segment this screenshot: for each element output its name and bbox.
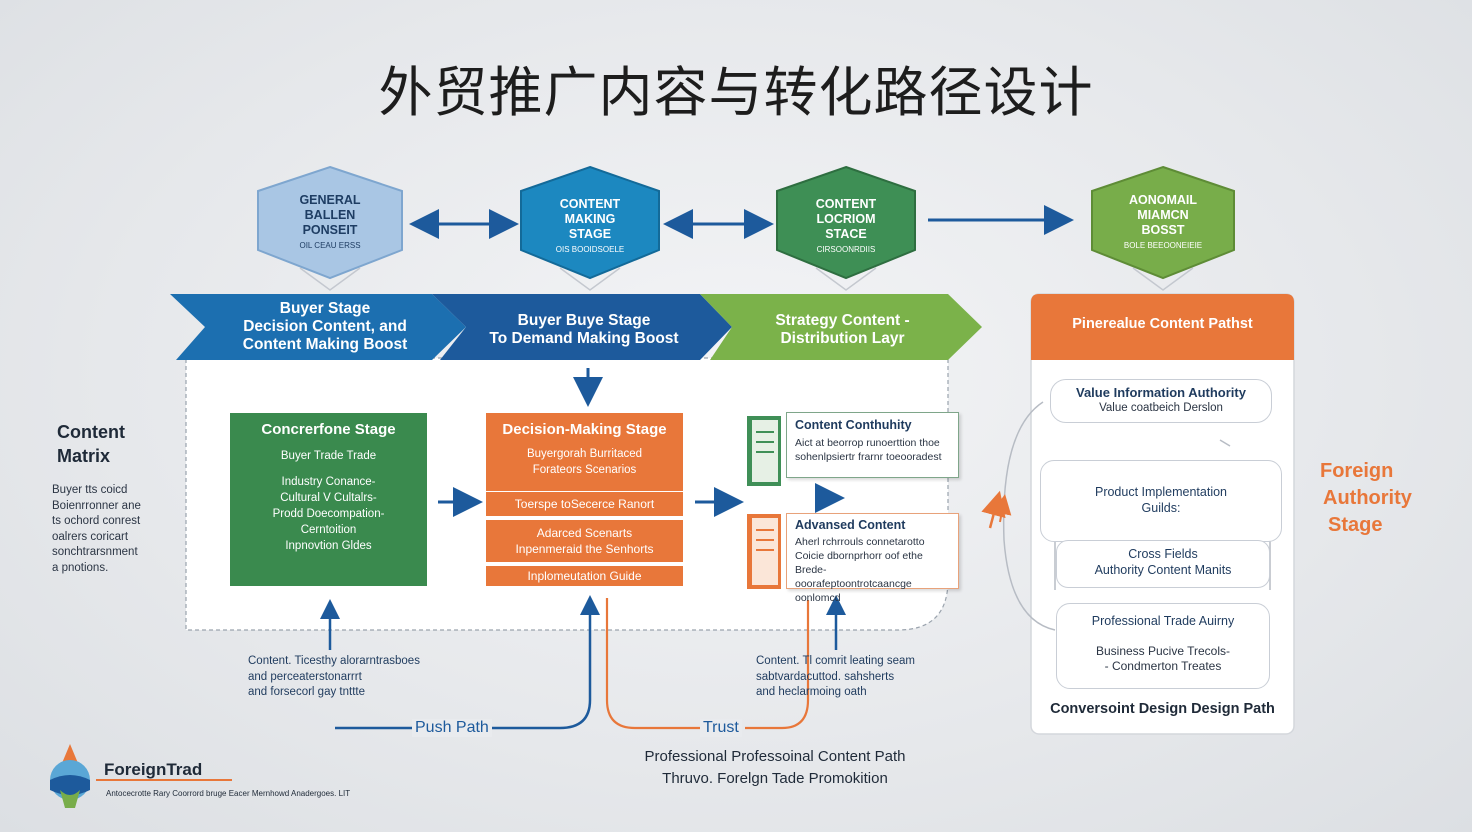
decision-stage-card: Decision-Making Stage Buyergorah Burrita… (486, 413, 683, 491)
content-left-note: Content. Ticesthy alorarntrasboes and pe… (248, 655, 420, 698)
decision-card-bg (486, 413, 683, 491)
consideration-stage-title: Concrerfone Stage (261, 421, 396, 438)
consideration-stage-card: Concrerfone Stage Buyer Trade Trade Indu… (230, 413, 427, 586)
hexagon-aonomail (1091, 165, 1235, 280)
banner-shape-3 (700, 294, 982, 360)
push-path-label: Push Path (412, 719, 492, 737)
decision-box-2: Adarced Scenarts Inpenmeraid the Senhort… (486, 520, 683, 562)
hexagon-content-locriom-label: CONTENT LOCRIOM STACE CIRSOONRDIIS (815, 197, 877, 254)
push-path-line (335, 595, 600, 730)
right-panel-header-bg (1031, 294, 1294, 360)
conversion-design-path-label: Conversoint Design Design Path (1050, 701, 1275, 717)
trust-label: Trust (700, 719, 742, 737)
hexagon-general-label: GENERAL BALLEN PONSEIT OIL CEAU ERSS (299, 193, 361, 250)
book-icon-green (747, 416, 781, 486)
hexagon-aonomail-label: AONOMAIL MIAMCN BOSST BOLE BEEOONEIEIE (1123, 193, 1203, 250)
logo-tagline: Antocecrotte Rary Coorrord bruge Eacer M… (106, 789, 351, 798)
cross-fields-pill: Cross Fields Authority Content Manits (1056, 540, 1270, 588)
banner-1-label: Buyer Stage Decision Content, and Conten… (242, 300, 408, 353)
product-implementation-pill: Product Implementation Guilds: (1040, 460, 1282, 542)
banner-2-label: Buyer Buye Stage To Demand Making Boost (489, 312, 679, 347)
decision-stage-title: Decision-Making Stage (502, 421, 667, 438)
consideration-card-bg (230, 413, 427, 586)
banner-shape-1 (170, 294, 466, 360)
decision-box-3: Inplomeutation Guide (486, 566, 683, 586)
professional-path-label: Professional Professoinal Content Path (644, 748, 906, 765)
right-panel-header: Pinerealue Content Pathst (1072, 316, 1253, 332)
banner-3-label: Strategy Content - Distribution Layr (775, 312, 910, 347)
content-matrix-heading: Content Matrix (57, 422, 125, 466)
logo-mark-icon (50, 744, 232, 808)
content-mid-note: Content. Tl comrit leating seam sabtvard… (756, 655, 915, 698)
through-promotion-label: Thruvo. Forelgn Tade Promokition (662, 770, 888, 787)
logo-name: ForeignTrad (104, 760, 203, 779)
book-icon-orange (747, 514, 781, 589)
hexagon-content-locriom (776, 165, 916, 280)
content-matrix-body: Buyer tts coicd Boienrronner ane ts ocho… (52, 484, 141, 574)
trust-path-line-right (745, 600, 810, 730)
hexagon-content-making-label: CONTENT MAKING STAGE OIS BOOIDSOELE (555, 197, 625, 254)
professional-trade-pill: Professional Trade Auirny Business Puciv… (1056, 603, 1270, 689)
hexagon-content-making (520, 165, 660, 280)
hexagon-general (257, 165, 403, 280)
advanced-content-card: Advansed Content Aherl rchrrouls conneta… (786, 513, 959, 604)
banner-shape-2 (432, 294, 732, 360)
trust-path-line-left (605, 598, 700, 730)
decision-box-1: Toerspe toSecerce Ranort (486, 492, 683, 516)
content-continuity-card: Content Conthuhity Aict at beorrop runoe… (786, 412, 959, 478)
value-information-pill: Value Information Authority Value coatbe… (1050, 379, 1272, 423)
foreign-authority-stage-label: Foreign Authority Stage (1320, 460, 1412, 536)
page-title: 外贸推广内容与转化路径设计 (378, 61, 1094, 124)
